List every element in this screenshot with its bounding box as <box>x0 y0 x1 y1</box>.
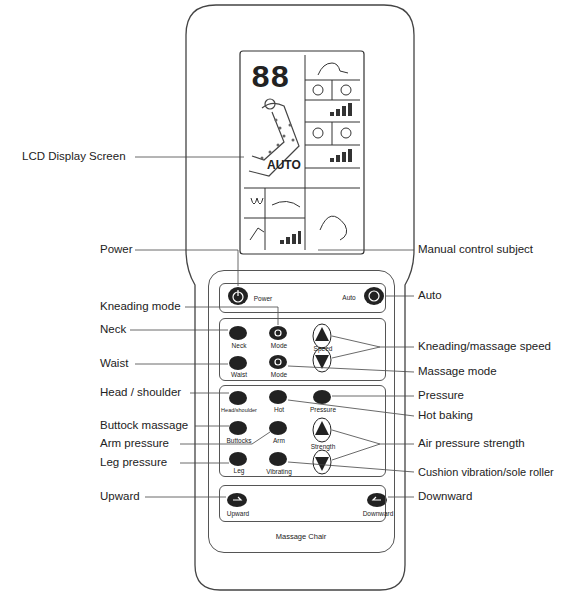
button-label: Power <box>254 296 272 303</box>
button-label: Auto <box>342 295 355 302</box>
callout-label: Neck <box>100 324 126 336</box>
button-label: Neck <box>232 343 247 350</box>
lcd-readout: AUTO <box>267 159 301 171</box>
callout-label: Pressure <box>418 390 464 402</box>
callout-label: Waist <box>100 358 128 370</box>
button-label: Vibrating <box>266 469 292 476</box>
button-label: Hot <box>274 407 284 414</box>
callout-label: Cushion vibration/sole roller <box>418 467 554 478</box>
control-panel: Massage ChairPowerAutoNeckModeSpeedWaist… <box>208 270 395 553</box>
callout-label: Air pressure strength <box>418 438 525 450</box>
callout-label: Kneading/massage speed <box>418 341 551 353</box>
button-label: Downward <box>363 511 394 518</box>
button-group: Head/shoulder Hot PressureButtocks ArmStren… <box>219 385 386 477</box>
callout-label: Head / shoulder <box>100 387 181 399</box>
button-label: Massage Chair <box>276 533 326 541</box>
button-label: Speed <box>314 346 333 353</box>
button-label: Mode <box>271 343 287 350</box>
callout-label: Leg pressure <box>100 457 167 469</box>
lcd-readout: 88 <box>251 63 289 95</box>
button-label: Mode <box>271 372 287 379</box>
callout-label: Kneading mode <box>100 301 181 313</box>
button-label: Leg <box>234 468 245 475</box>
callout-label: Power <box>100 244 133 256</box>
callout-label: Hot baking <box>418 410 473 422</box>
button-group: UpwardDownward <box>219 485 386 522</box>
callout-label: Massage mode <box>418 366 497 378</box>
callout-label: LCD Display Screen <box>22 151 126 163</box>
button-label: Buttocks <box>227 438 252 445</box>
button-label: Pressure <box>310 407 336 414</box>
button-label: Strength <box>311 444 336 451</box>
button-label: Head/shoulder <box>221 408 257 414</box>
callout-label: Manual control subject <box>418 244 533 256</box>
callout-label: Upward <box>100 491 140 503</box>
button-group: NeckModeSpeedWaistMode <box>219 318 386 381</box>
callout-label: Downward <box>418 491 472 503</box>
button-label: Arm <box>273 438 285 445</box>
callout-label: Arm pressure <box>100 438 169 450</box>
callout-label: Auto <box>418 290 442 302</box>
button-label: Upward <box>227 511 249 518</box>
button-label: Waist <box>231 372 247 379</box>
lcd-screen: 88AUTO <box>244 55 360 250</box>
button-group: Power Auto <box>219 283 386 313</box>
callout-label: Buttock massage <box>100 420 188 432</box>
